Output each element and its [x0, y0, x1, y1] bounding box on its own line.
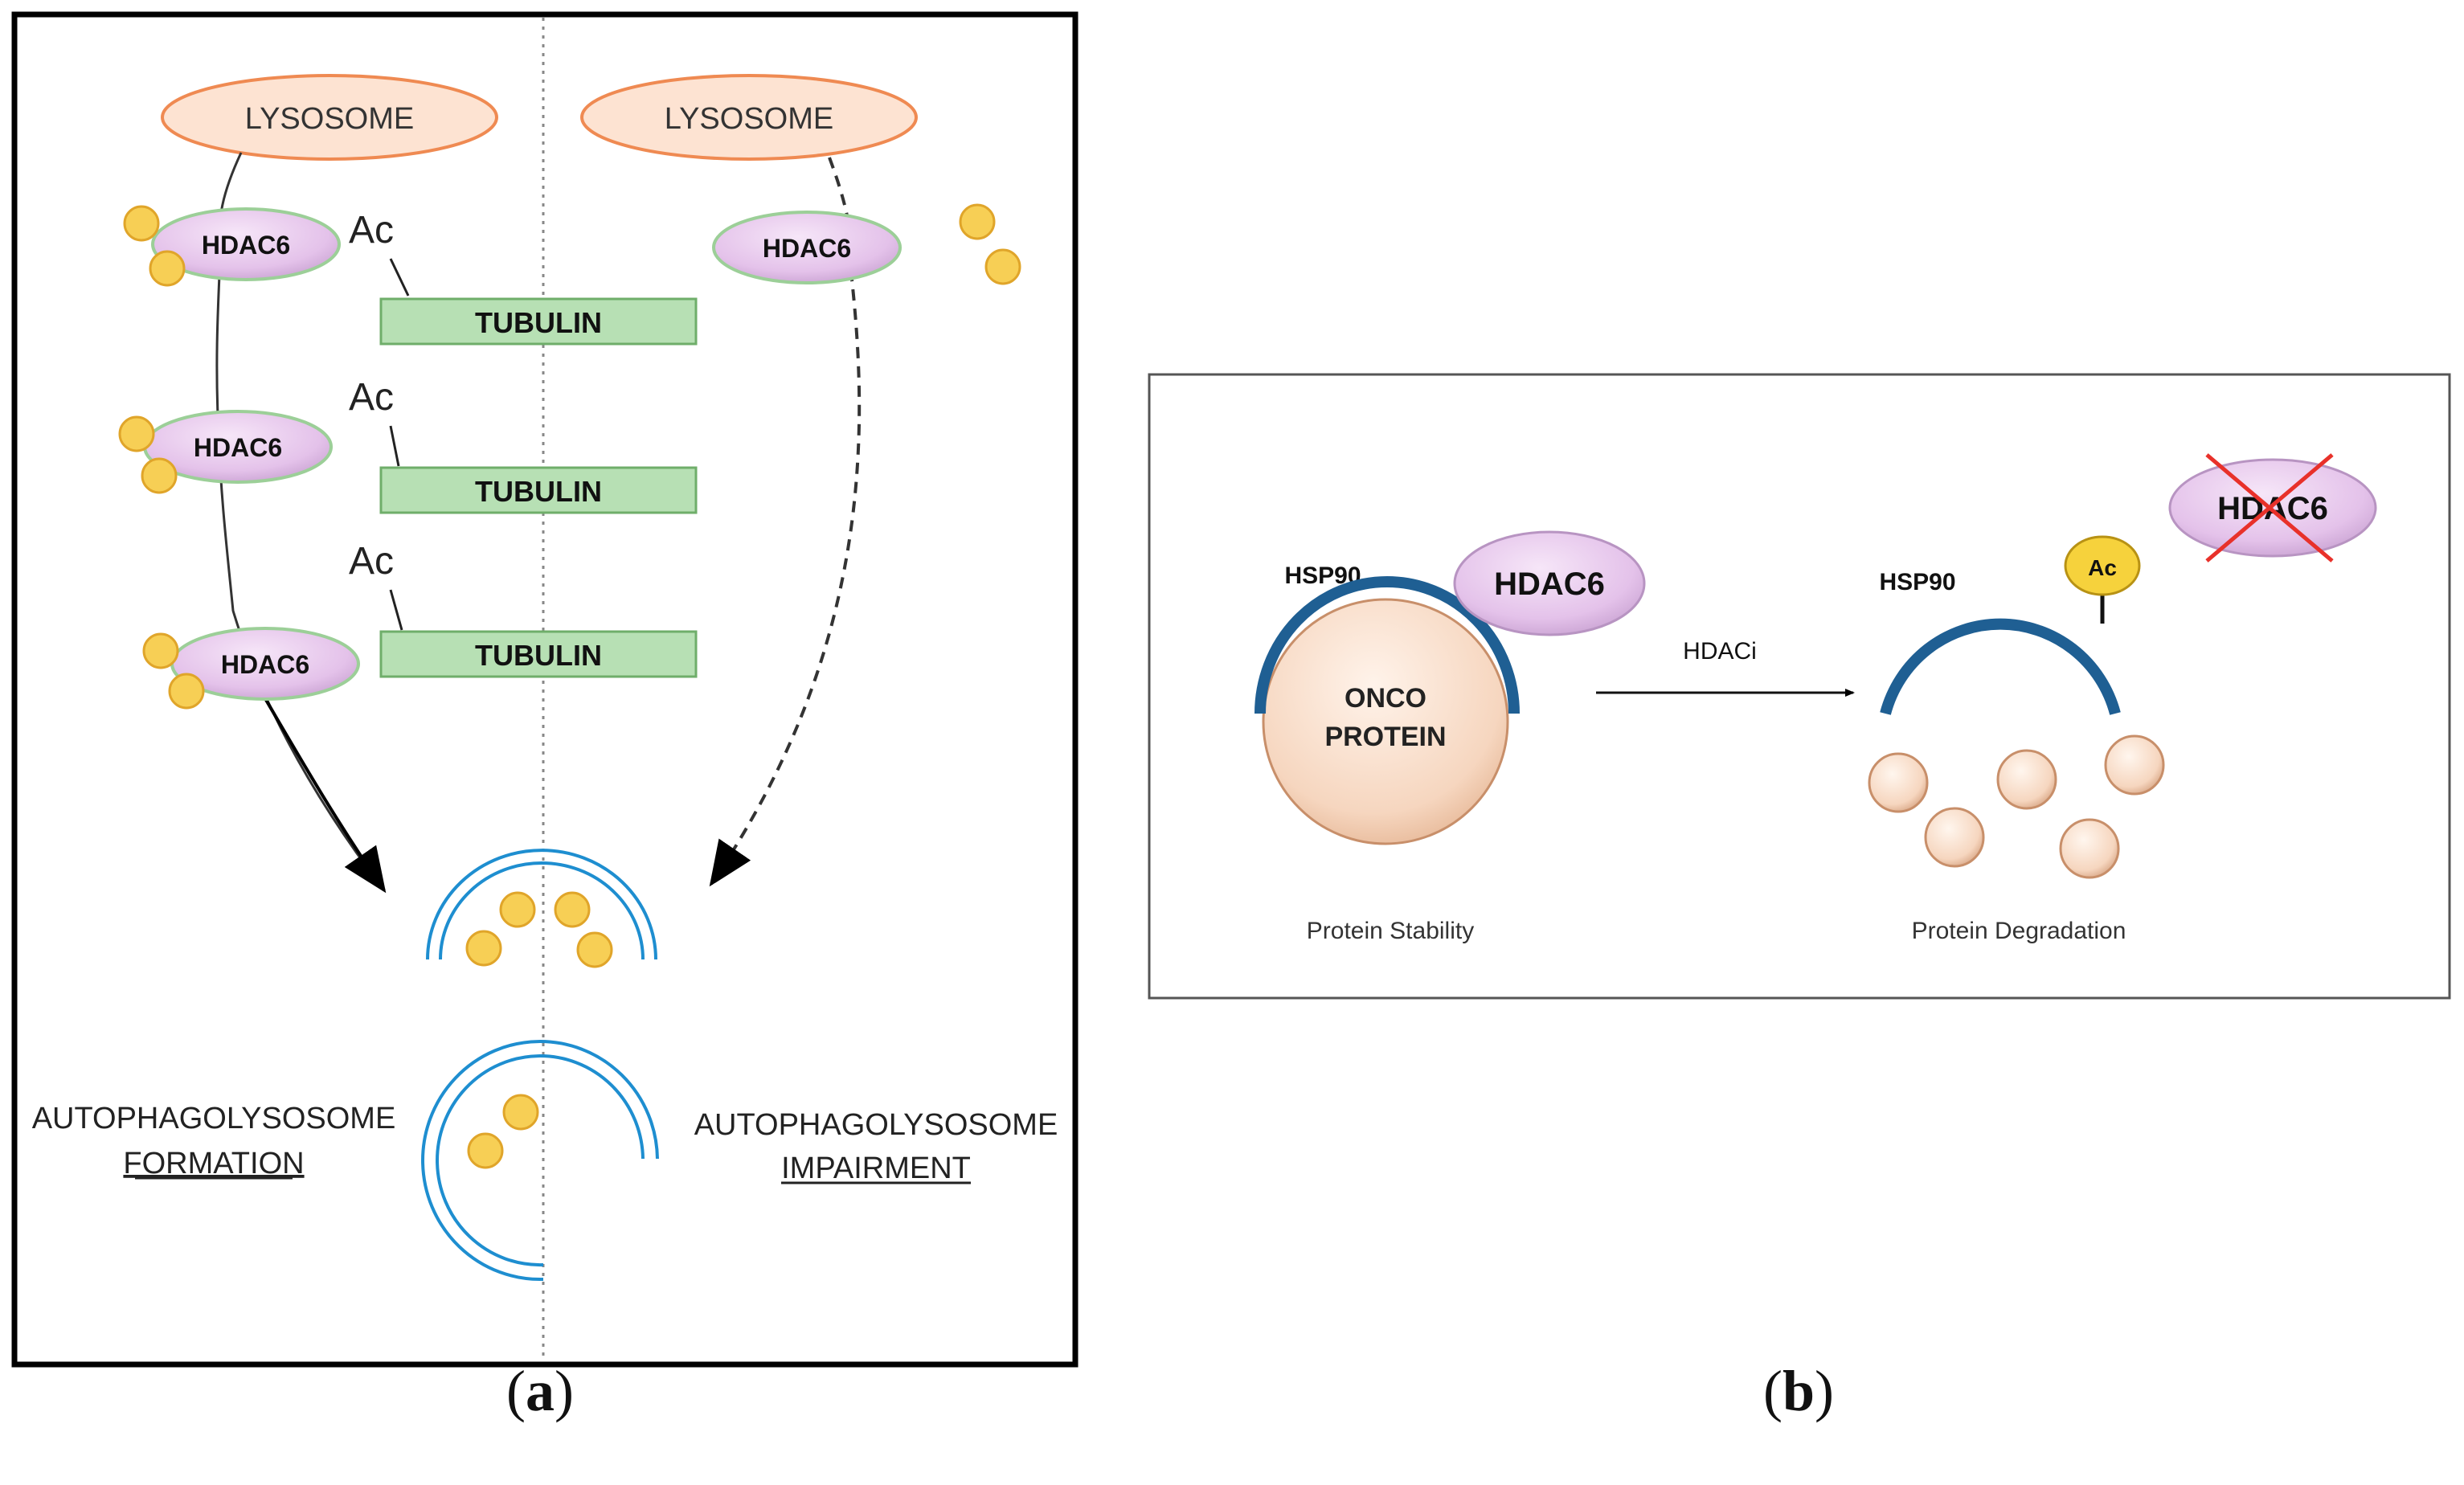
panel-a: LYSOSOME LYSOSOME HDAC6 HDAC6 HDAC6 — [11, 11, 1079, 1368]
hdac6-complex-2: HDAC6 — [118, 410, 333, 494]
tubulin-row-1: Ac TUBULIN — [349, 209, 698, 346]
ac-tag-label: Ac — [2088, 555, 2117, 580]
ac-label: Ac — [349, 209, 394, 252]
caption-b: (b) — [1763, 1358, 1834, 1425]
cargo-dot — [149, 250, 186, 287]
hdac6-label: HDAC6 — [763, 234, 851, 263]
onco-protein — [1262, 598, 1509, 845]
free-cargo-dot — [959, 203, 996, 240]
hdac6-label: HDAC6 — [194, 433, 282, 462]
autophagolysosome — [421, 1040, 659, 1282]
impairment-label-line1: AUTOPHAGOLYSOSOME — [694, 1108, 1058, 1142]
caption-a-close: ) — [554, 1359, 574, 1423]
cross-mark — [2205, 453, 2334, 562]
ac-tag — [2064, 535, 2141, 596]
lysosome-right: LYSOSOME — [580, 74, 918, 161]
caption-a: (a) — [506, 1358, 574, 1425]
free-cargo-dot — [984, 248, 1021, 285]
caption-a-letter: a — [525, 1359, 555, 1423]
cargo-dot — [142, 632, 179, 669]
caption-b-letter: b — [1782, 1359, 1815, 1423]
hdac6-inhibited — [2168, 458, 2377, 558]
protein-fragment — [1924, 807, 1985, 868]
lysosome-left-label: LYSOSOME — [245, 102, 414, 136]
ac-bond — [389, 425, 400, 467]
panel-b: HSP90 ONCO PROTEIN HDAC6 HDACi HSP90 Ac … — [1148, 373, 2451, 1000]
hsp90-arc-left — [1255, 576, 1520, 714]
cargo-dot — [141, 457, 178, 494]
ac-label: Ac — [349, 540, 394, 583]
cargo-dot — [168, 673, 205, 710]
hdac6-bound-label: HDAC6 — [1494, 567, 1605, 602]
tubulin-row-3: Ac TUBULIN — [349, 540, 698, 678]
tubulin-row-2: Ac TUBULIN — [349, 376, 698, 514]
degradation-label: Protein Degradation — [1912, 918, 2126, 944]
cargo-dot — [502, 1094, 539, 1131]
tubulin-label: TUBULIN — [475, 639, 602, 672]
cargo-dot — [499, 891, 536, 928]
cargo-dot — [465, 930, 502, 967]
autophagosome — [426, 849, 657, 968]
formation-label-line2: FORMATION — [123, 1147, 304, 1180]
cargo-dot — [467, 1132, 504, 1169]
lysosome-right-label: LYSOSOME — [665, 102, 833, 136]
hdaci-label: HDACi — [1683, 638, 1757, 665]
onco-label-line2: PROTEIN — [1324, 722, 1446, 752]
hdac6-complex-1: HDAC6 — [123, 205, 341, 287]
hsp90-right-label: HSP90 — [1879, 569, 1955, 595]
formation-label-line1: AUTOPHAGOLYSOSOME — [32, 1102, 396, 1135]
hdac6-label: HDAC6 — [221, 650, 309, 679]
caption-b-open: ( — [1763, 1359, 1783, 1423]
cargo-dot — [576, 931, 613, 968]
hsp90-arc-right — [1880, 618, 2121, 715]
protein-fragment — [2104, 734, 2165, 796]
tubulin-label: TUBULIN — [475, 475, 602, 508]
ac-bond — [389, 258, 410, 297]
hdac6-free: HDAC6 — [712, 203, 1021, 285]
caption-a-open: ( — [506, 1359, 526, 1423]
protein-fragment — [1868, 752, 1929, 813]
stability-label: Protein Stability — [1307, 918, 1474, 944]
protein-fragment — [1996, 749, 2057, 810]
lysosome-left: LYSOSOME — [161, 74, 498, 161]
hdac6-bound — [1453, 530, 1646, 636]
cargo-dot — [118, 415, 155, 452]
protein-fragment — [2059, 818, 2120, 879]
onco-label-line1: ONCO — [1345, 683, 1426, 714]
cargo-dot — [123, 205, 160, 242]
ac-bond — [389, 589, 403, 631]
hdac6-complex-3: HDAC6 — [142, 627, 360, 710]
impairment-label-line2: IMPAIRMENT — [781, 1152, 971, 1185]
caption-b-close: ) — [1815, 1359, 1835, 1423]
tubulin-label: TUBULIN — [475, 306, 602, 339]
cargo-dot — [554, 891, 591, 928]
ac-label: Ac — [349, 376, 394, 419]
hdac6-label: HDAC6 — [202, 231, 290, 260]
